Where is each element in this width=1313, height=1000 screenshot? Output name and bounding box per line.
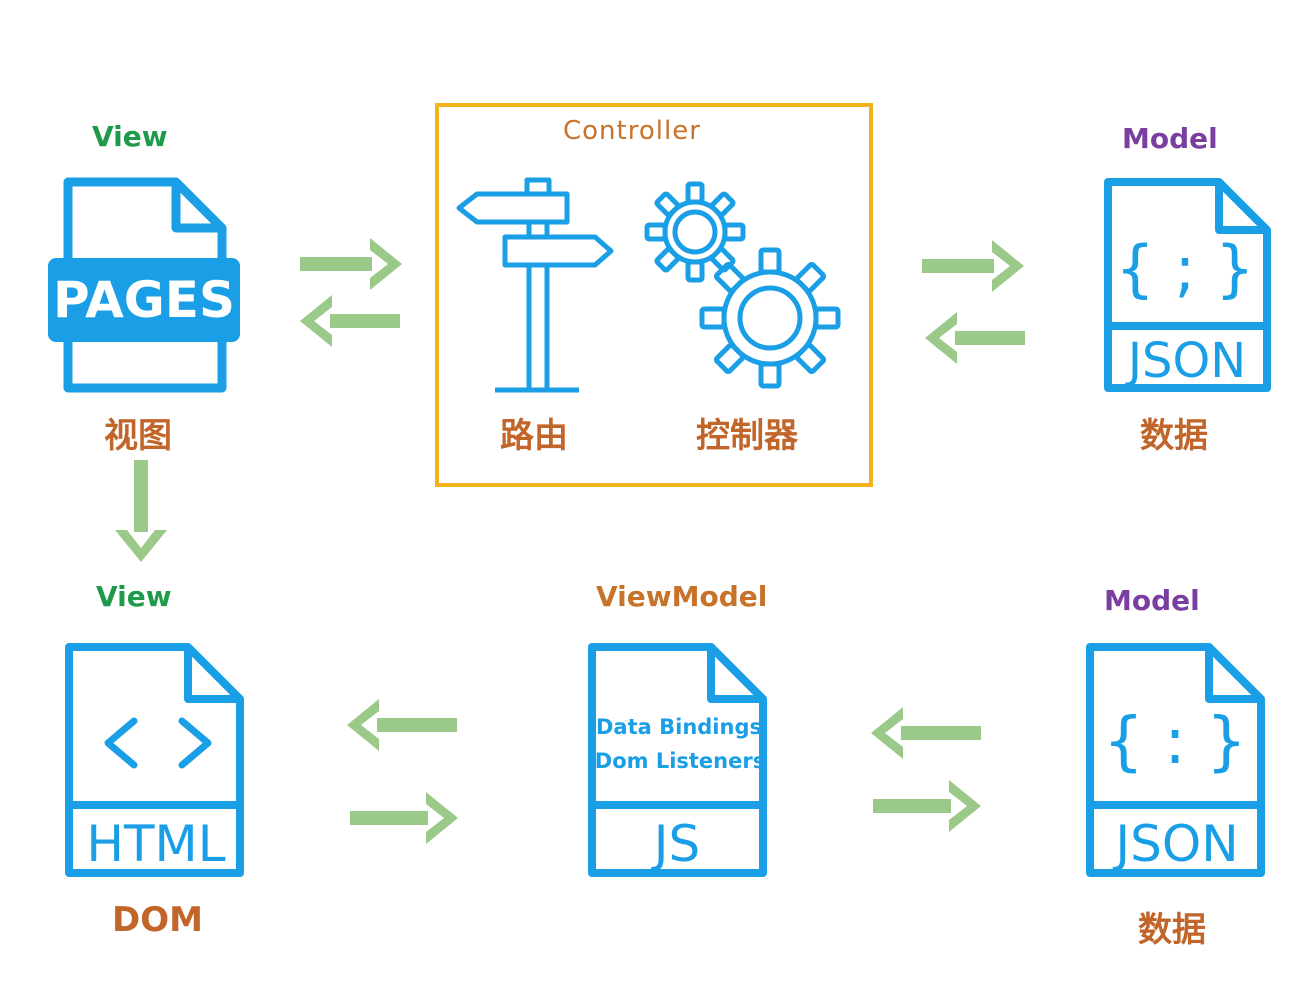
dom-caption: DOM	[112, 900, 203, 940]
html-label: HTML	[86, 815, 225, 873]
arrow-model-to-controller	[925, 312, 1025, 364]
controller-title: Controller	[563, 116, 701, 146]
json-file-icon: { ; } JSON	[1104, 178, 1271, 392]
router-caption: 路由	[500, 416, 568, 456]
model-title-bottom: Model	[1104, 584, 1200, 617]
view-caption-top: 视图	[104, 416, 172, 456]
svg-text:{ ; }: { ; }	[1115, 232, 1254, 305]
gears-icon	[644, 181, 841, 389]
controller-box	[435, 103, 873, 487]
arrow-controller-to-view	[300, 295, 400, 347]
json-label-top: JSON	[1125, 333, 1246, 389]
json-label-bottom: JSON	[1112, 815, 1238, 873]
model-caption-bottom: 数据	[1138, 910, 1206, 950]
arrow-view-down	[115, 460, 167, 562]
controller-caption: 控制器	[696, 416, 798, 456]
arrow-controller-to-model	[922, 240, 1024, 292]
pages-badge-text: PAGES	[53, 271, 235, 329]
arrow-view-to-viewmodel	[350, 792, 458, 844]
arrow-view-to-controller	[300, 238, 402, 290]
arrow-viewmodel-to-model	[873, 780, 981, 832]
html-file-icon: HTML	[65, 643, 244, 877]
viewmodel-title: ViewModel	[596, 580, 768, 613]
js-file-icon: Data Bindings Dom Listeners JS	[588, 643, 767, 877]
signpost-icon	[456, 177, 614, 393]
json-file-icon-bottom: { : } JSON	[1086, 643, 1265, 877]
arrow-model-to-viewmodel	[871, 707, 981, 759]
view-title-top: View	[92, 120, 168, 153]
view-title-bottom: View	[96, 580, 172, 613]
model-caption-top: 数据	[1140, 416, 1208, 456]
pages-file-icon: PAGES	[48, 177, 240, 393]
viewmodel-line-data-bindings: Data Bindings	[596, 715, 762, 739]
svg-text:{ : }: { : }	[1103, 705, 1247, 779]
model-title-top: Model	[1122, 122, 1218, 155]
js-label: JS	[651, 815, 700, 873]
arrow-viewmodel-to-view	[347, 699, 457, 751]
viewmodel-line-dom-listeners: Dom Listeners	[595, 749, 765, 773]
